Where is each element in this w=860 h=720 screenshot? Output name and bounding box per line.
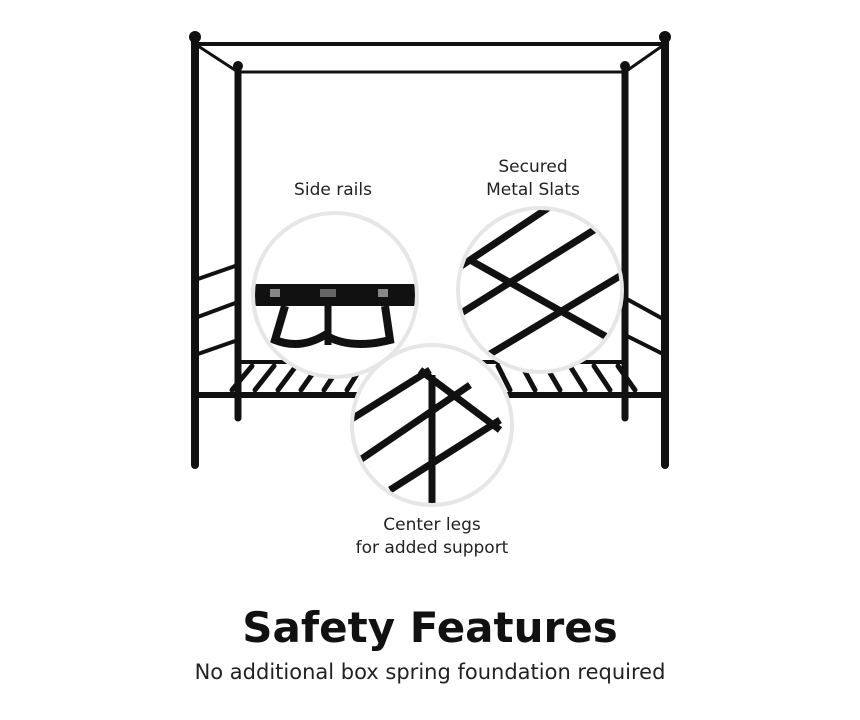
page-title: Safety Features — [242, 603, 618, 652]
side-rails-detail — [251, 211, 419, 379]
metal-slats-line2: Metal Slats — [486, 180, 580, 200]
center-legs-detail — [350, 343, 514, 507]
side-rails-text: Side rails — [294, 180, 372, 200]
finial-icon — [189, 31, 201, 43]
center-legs-line1: Center legs — [383, 515, 481, 535]
page-subtitle: No additional box spring foundation requ… — [194, 660, 666, 684]
center-legs-line2: for added support — [355, 538, 509, 558]
finial-icon — [659, 31, 671, 43]
metal-slats-label: Secured Metal Slats — [486, 156, 580, 202]
finial-icon — [620, 61, 630, 71]
side-rails-label: Side rails — [294, 179, 372, 202]
metal-slats-detail — [456, 206, 624, 374]
finial-icon — [233, 61, 243, 71]
metal-slats-line1: Secured — [498, 157, 568, 177]
center-legs-label: Center legs for added support — [356, 514, 509, 560]
